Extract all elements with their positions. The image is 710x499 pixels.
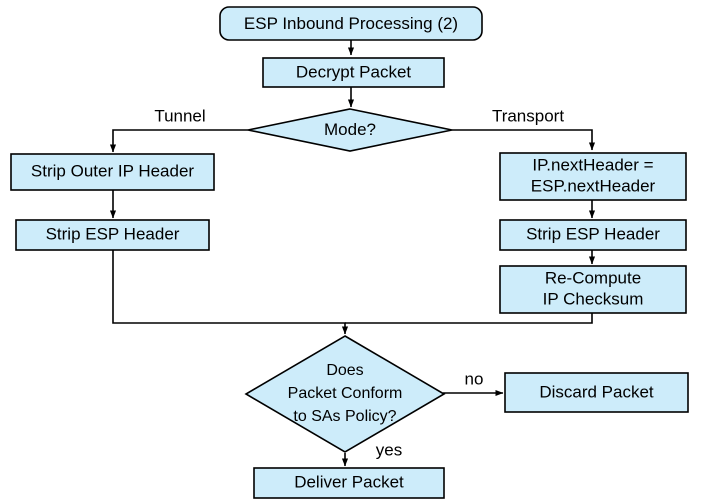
node-strip-esp-header-left-shape xyxy=(15,219,210,251)
connector-left-merge-to-conform xyxy=(112,250,349,335)
node-strip-outer-ip-header[interactable]: Strip Outer IP Header xyxy=(10,153,215,191)
edge-label-transport: Transport xyxy=(492,106,564,125)
node-deliver-packet-label: Deliver Packet xyxy=(294,472,404,491)
node-discard-packet-shape xyxy=(504,372,689,413)
node-mode-decision[interactable]: Mode? xyxy=(247,108,453,152)
node-decrypt-packet-shape xyxy=(262,57,445,88)
node-discard-packet-label: Discard Packet xyxy=(539,382,654,401)
node-strip-esp-header-left[interactable]: Strip ESP Header xyxy=(15,219,210,251)
node-recompute-ip-checksum-label-line2: IP Checksum xyxy=(543,289,644,308)
node-decrypt-packet-label: Decrypt Packet xyxy=(296,62,412,81)
node-recompute-ip-checksum-shape xyxy=(499,265,687,314)
node-strip-esp-header-left-label: Strip ESP Header xyxy=(46,224,180,243)
node-conform-decision-label-line3: to SAs Policy? xyxy=(293,408,396,425)
node-start[interactable]: ESP Inbound Processing (2) xyxy=(219,6,483,41)
node-recompute-ip-checksum-label-line1: Re-Compute xyxy=(545,268,641,287)
edge-label-yes: yes xyxy=(376,440,402,459)
node-strip-outer-ip-header-shape xyxy=(10,153,215,191)
connector-mode-tunnel-branch xyxy=(109,129,248,153)
node-conform-decision-label-line2: Packet Conform xyxy=(288,385,403,402)
edge-label-no: no xyxy=(465,369,484,388)
edge-label-tunnel: Tunnel xyxy=(154,106,205,125)
node-deliver-packet-shape xyxy=(253,467,445,499)
node-mode-decision-shape xyxy=(247,108,453,152)
node-set-next-header[interactable]: IP.nextHeader = ESP.nextHeader xyxy=(499,152,687,201)
connector-mode-transport-branch xyxy=(452,129,596,151)
node-start-label: ESP Inbound Processing (2) xyxy=(244,14,458,33)
node-deliver-packet[interactable]: Deliver Packet xyxy=(253,467,445,499)
node-set-next-header-label-line1: IP.nextHeader = xyxy=(532,155,653,174)
node-conform-decision[interactable]: Does Packet Conform to SAs Policy? xyxy=(244,335,446,453)
node-set-next-header-label-line2: ESP.nextHeader xyxy=(531,176,656,195)
node-conform-decision-shape xyxy=(244,335,446,453)
node-discard-packet[interactable]: Discard Packet xyxy=(504,372,689,413)
node-recompute-ip-checksum[interactable]: Re-Compute IP Checksum xyxy=(499,265,687,314)
node-mode-decision-label: Mode? xyxy=(324,120,376,139)
connector-right-merge-to-conform xyxy=(345,313,593,324)
node-set-next-header-shape xyxy=(499,152,687,201)
node-decrypt-packet[interactable]: Decrypt Packet xyxy=(262,57,445,88)
node-strip-esp-header-right-label: Strip ESP Header xyxy=(526,224,660,243)
node-conform-decision-label-line1: Does xyxy=(326,362,363,379)
node-strip-outer-ip-header-label: Strip Outer IP Header xyxy=(31,161,194,180)
node-strip-esp-header-right-shape xyxy=(499,219,687,251)
node-start-shape xyxy=(219,6,483,41)
node-strip-esp-header-right[interactable]: Strip ESP Header xyxy=(499,219,687,251)
